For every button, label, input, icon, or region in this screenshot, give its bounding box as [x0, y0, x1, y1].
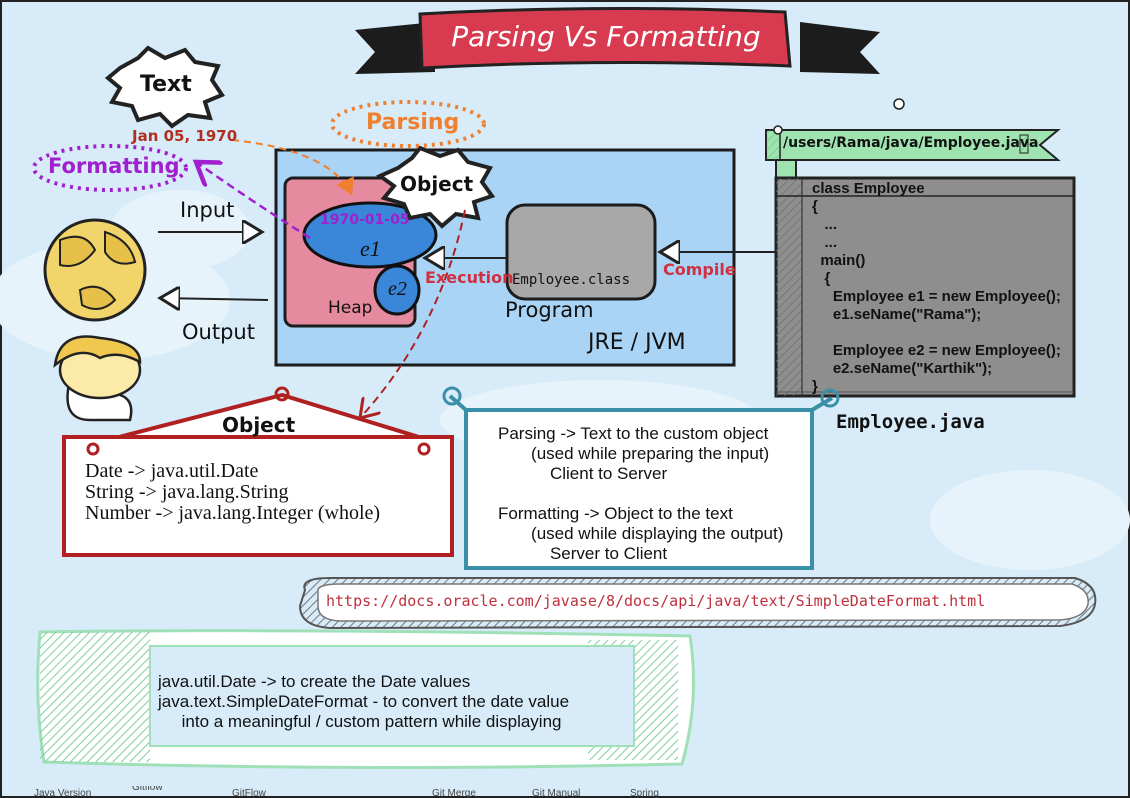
small-circle: [893, 98, 905, 110]
code-line: {: [812, 198, 818, 215]
bottom-note-line: java.util.Date -> to create the Date val…: [158, 672, 471, 691]
definition-line: Formatting -> Object to the text: [498, 504, 733, 523]
bottom-note-text: java.util.Date -> to create the Date val…: [158, 672, 569, 732]
bottom-tab[interactable]: Git Merge: [432, 788, 476, 798]
object-sign-title: Object: [222, 413, 296, 437]
object-mapping-line: String -> java.lang.String: [85, 481, 289, 503]
file-path-flag: [765, 125, 1061, 187]
bottom-tab-strip: Java Version Gitflow GitFlow Git Merge Git M…: [0, 786, 1130, 798]
code-line: main(): [812, 252, 866, 269]
text-burst-label: Text: [140, 72, 192, 97]
person-icon: [53, 335, 142, 422]
url-pill: [298, 577, 1097, 630]
code-listing: class Employee{ ... ... main() { Employe…: [812, 180, 1072, 396]
formatting-label: Formatting: [48, 154, 180, 178]
definition-line: (used while preparing the input): [498, 444, 770, 463]
parsing-label: Parsing: [366, 110, 460, 135]
definition-line: Client to Server: [498, 464, 668, 483]
object-mapping-line: Number -> java.lang.Integer (whole): [85, 502, 381, 524]
code-line: Employee e2 = new Employee();: [812, 342, 1061, 359]
text-burst: [104, 45, 226, 129]
e1-label: e1: [360, 236, 381, 261]
object-burst-label: Object: [400, 172, 474, 196]
file-path-label: /users/Rama/java/Employee.java: [783, 135, 1039, 151]
code-line: class Employee: [812, 180, 925, 197]
page-title: Parsing Vs Formatting: [451, 20, 761, 53]
execution-label: Execution: [425, 268, 514, 287]
output-arrow: [160, 298, 269, 300]
code-line: e2.seName("Karthik");: [812, 360, 993, 377]
title-banner: [355, 6, 880, 74]
program-label: Program: [505, 298, 594, 322]
definitions-sign: [442, 386, 840, 570]
formatting-bubble: [32, 144, 188, 192]
output-label: Output: [182, 320, 255, 344]
definition-line: Server to Client: [498, 544, 668, 563]
date-text-label: Jan 05, 1970: [132, 127, 238, 145]
jre-jvm-label: JRE / JVM: [588, 330, 686, 355]
bottom-note-line: into a meaningful / custom pattern while…: [158, 712, 562, 731]
simpledateformat-link[interactable]: https://docs.oracle.com/javase/8/docs/ap…: [326, 592, 986, 610]
definitions-text: Parsing -> Text to the custom object (us…: [498, 424, 783, 564]
object-sign: [62, 386, 454, 557]
program-box: [505, 203, 657, 301]
bottom-tab[interactable]: Java Version: [34, 788, 92, 798]
code-line: ...: [812, 216, 838, 233]
bottom-tab[interactable]: Git Manual: [532, 788, 581, 798]
code-line: }: [812, 378, 818, 395]
code-line: e1.seName("Rama");: [812, 306, 982, 323]
code-box: [774, 176, 1076, 398]
bottom-tab[interactable]: Spring: [630, 788, 659, 798]
definition-line: [498, 484, 783, 504]
heap-label: Heap: [328, 298, 373, 318]
input-label: Input: [180, 198, 235, 222]
compile-label: Compile: [663, 260, 736, 279]
definition-line: Parsing -> Text to the custom object: [498, 424, 769, 443]
class-file-label: Employee.class: [512, 272, 631, 288]
definition-line: (used while displaying the output): [498, 524, 784, 543]
object-e2-blob: [373, 264, 421, 316]
object-burst: [375, 145, 496, 229]
bottom-note-line: java.text.SimpleDateFormat - to convert …: [158, 692, 570, 711]
object-sign-arrow: [360, 209, 466, 418]
e2-label: e2: [388, 278, 407, 300]
parsing-bubble: [330, 100, 486, 148]
code-line: [812, 324, 1072, 342]
parsing-arrow: [231, 139, 354, 196]
bottom-tab[interactable]: GitFlow: [232, 788, 266, 798]
formatting-arrow: [196, 162, 311, 240]
code-line: {: [812, 270, 831, 287]
bottom-note: [36, 629, 696, 770]
object-mapping-line: Date -> java.util.Date: [85, 460, 259, 482]
date-object-label: 1970-01-05: [320, 212, 410, 228]
bottom-tab[interactable]: Gitflow: [132, 786, 163, 793]
code-line: ...: [812, 234, 838, 251]
code-line: Employee e1 = new Employee();: [812, 288, 1061, 305]
java-file-label: Employee.java: [836, 411, 985, 433]
globe-icon: [43, 218, 147, 322]
